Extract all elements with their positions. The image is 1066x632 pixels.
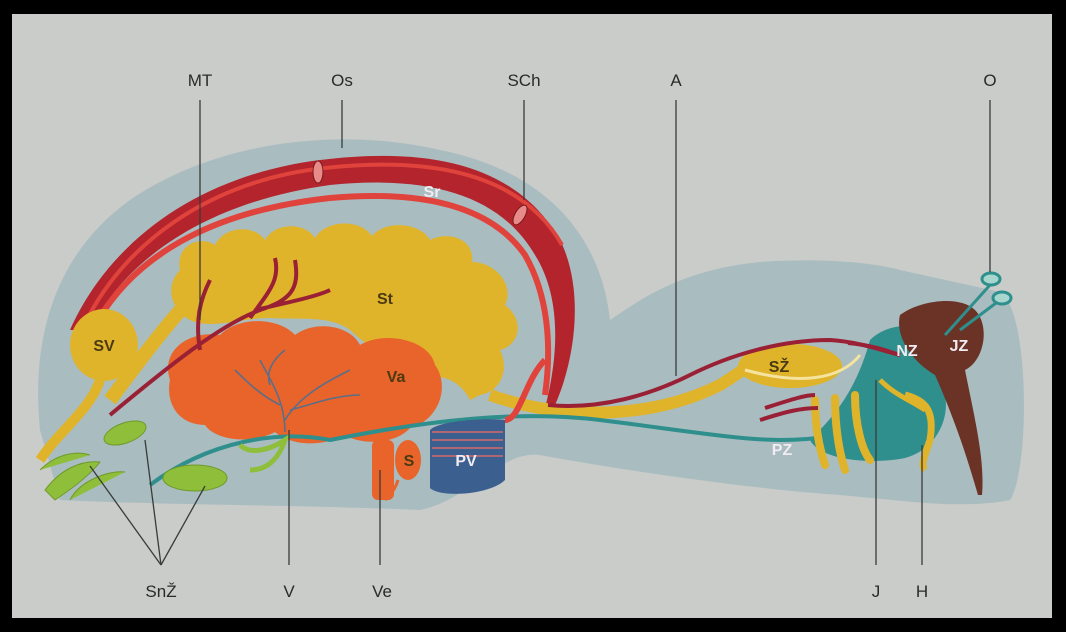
label-ve: Ve xyxy=(372,582,392,601)
label-sch: SCh xyxy=(507,71,540,90)
label-v: V xyxy=(283,582,295,601)
label-nz: NZ xyxy=(896,343,918,360)
label-sv: SV xyxy=(93,338,115,355)
label-a: A xyxy=(670,71,682,90)
label-st: St xyxy=(377,291,394,308)
label-sr: Sr xyxy=(424,184,441,201)
label-os: Os xyxy=(331,71,353,90)
label-va: Va xyxy=(387,369,406,386)
label-mt: MT xyxy=(188,71,213,90)
label-pz: PZ xyxy=(772,442,793,459)
ostium-1 xyxy=(313,161,323,183)
label-sz: SŽ xyxy=(769,357,790,376)
ve-organ xyxy=(372,440,394,500)
label-j: J xyxy=(872,582,881,601)
label-snz: SnŽ xyxy=(145,582,176,601)
label-pv: PV xyxy=(455,453,477,470)
label-jz: JZ xyxy=(950,338,969,355)
label-s: S xyxy=(404,453,415,470)
label-o: O xyxy=(983,71,996,90)
label-h: H xyxy=(916,582,928,601)
